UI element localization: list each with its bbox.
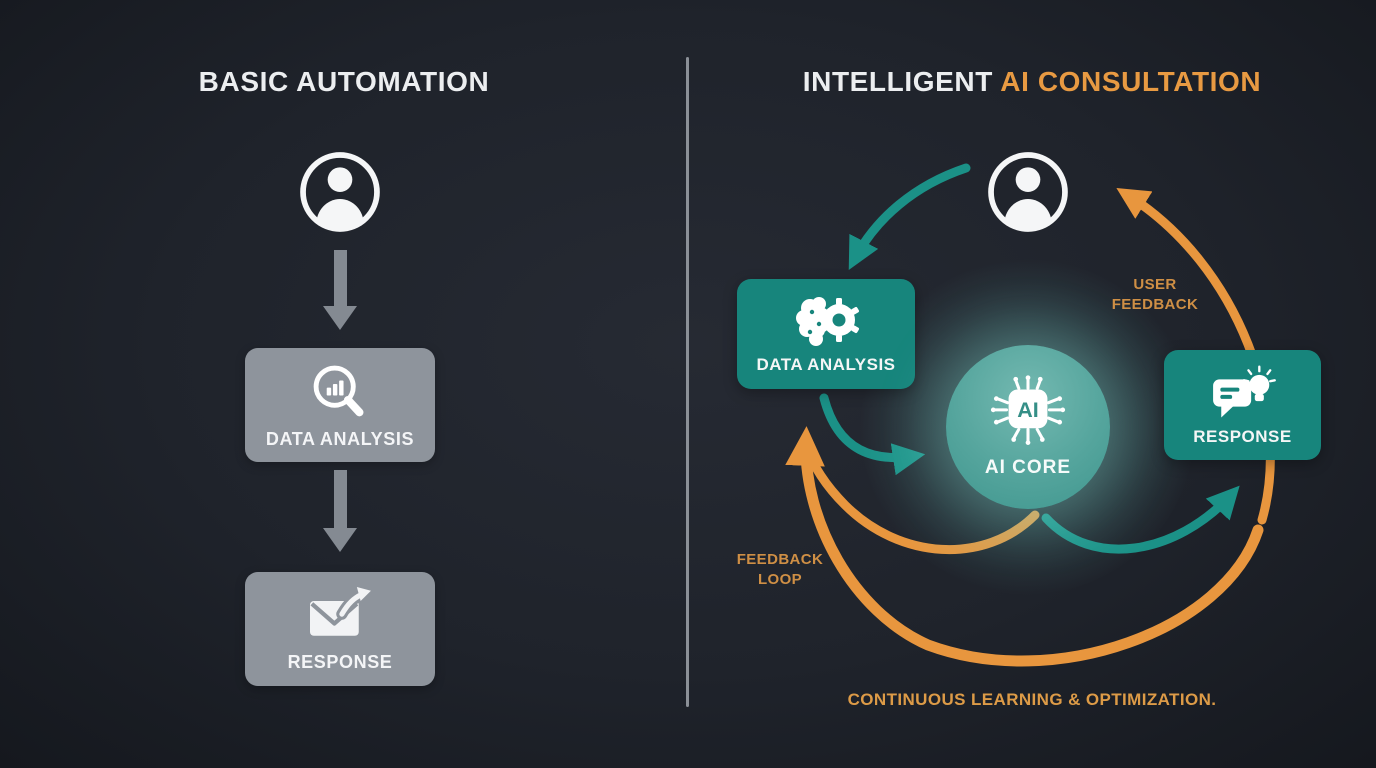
ai-response-node: RESPONSE: [1164, 350, 1321, 460]
chat-bulb-icon: [1212, 365, 1276, 417]
person-icon: [988, 152, 1068, 232]
arrow-response-to-user: [1116, 187, 1275, 525]
ai-chip-icon: AI: [990, 375, 1066, 445]
feedback-loop-label: FEEDBACK LOOP: [736, 551, 824, 588]
node-label: RESPONSE: [287, 651, 393, 672]
node-label: DATA ANALYSIS: [265, 428, 415, 449]
arrow-feedback-loop-inner: [803, 445, 1040, 554]
flow-arrow-down: [323, 470, 357, 552]
flow-arrow-down: [323, 250, 357, 330]
right-panel-title: INTELLIGENT AI CONSULTATION: [688, 66, 1376, 98]
person-icon: [300, 152, 380, 232]
arrow-core-to-response: [1041, 485, 1240, 554]
arrow-feedback-loop-outer: [785, 426, 1264, 667]
arrow-analysis-to-core: [819, 393, 926, 476]
panel-divider: [686, 57, 689, 707]
arrow-user-to-analysis: [848, 163, 971, 271]
title-segment-white: INTELLIGENT: [802, 66, 1001, 97]
left-panel-title: BASIC AUTOMATION: [198, 66, 490, 97]
ai-core-node: AI AI CORE: [946, 345, 1110, 509]
chip-label: AI: [1017, 398, 1038, 422]
user-feedback-label: USER FEEDBACK: [1111, 276, 1199, 313]
flow-arrows-canvas: [785, 163, 1275, 667]
brain-gear-icon: [796, 296, 860, 346]
title-segment-orange: AI CONSULTATION: [1000, 66, 1262, 97]
basic-data-analysis-node: DATA ANALYSIS: [245, 348, 435, 462]
continuous-learning-caption: CONTINUOUS LEARNING & OPTIMIZATION.: [847, 690, 1217, 709]
node-label: AI CORE: [984, 457, 1072, 478]
node-label: RESPONSE: [1193, 426, 1292, 446]
ai-data-analysis-node: DATA ANALYSIS: [737, 279, 915, 389]
magnifier-chart-icon: [313, 365, 364, 416]
envelope-send-icon: [310, 586, 371, 636]
node-label: DATA ANALYSIS: [756, 354, 896, 374]
basic-response-node: RESPONSE: [245, 572, 435, 686]
